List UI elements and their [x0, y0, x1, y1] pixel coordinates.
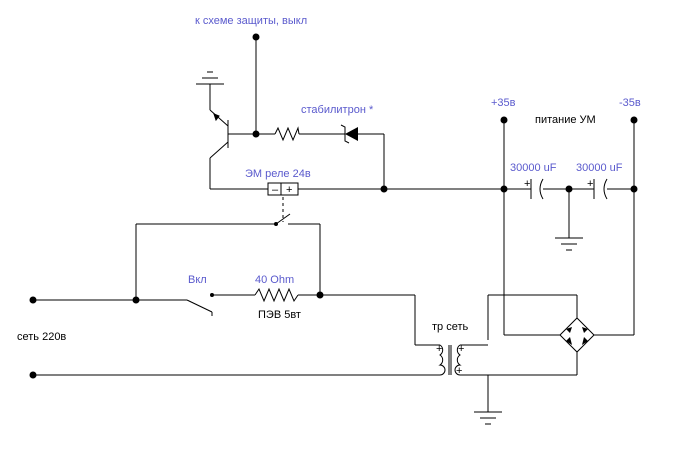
zener-diode-icon — [340, 124, 358, 144]
junction-dot — [252, 130, 260, 138]
cap1-plus-sign: + — [524, 178, 530, 190]
power-amp-label: питание УМ — [535, 114, 596, 126]
junction-dot — [316, 291, 324, 299]
on-switch-label: Вкл — [188, 274, 207, 286]
transformer-plus-primary: + — [436, 343, 442, 355]
protection-terminal — [252, 33, 260, 41]
transistor-icon — [209, 109, 229, 159]
transformer-plus-bottom: + — [456, 365, 462, 377]
cap2-plus-sign: + — [587, 178, 593, 190]
junction-dot — [132, 296, 140, 304]
wires — [33, 37, 635, 412]
junction-dots — [29, 33, 638, 379]
junction-dot — [630, 185, 638, 193]
cap1-label: 30000 uF — [510, 162, 557, 174]
resistor-type-label: ПЭВ 5вт — [258, 309, 301, 321]
junction-dot — [500, 185, 508, 193]
resistor-icon — [254, 287, 299, 303]
protection-label: к схеме защиты, выкл — [195, 15, 307, 27]
zener-label: стабилитрон * — [301, 104, 374, 116]
resistor-value-label: 40 Ohm — [255, 274, 294, 286]
mains-terminal-top — [29, 296, 37, 304]
power-switch-icon — [186, 293, 214, 316]
transformer-plus-secondary: + — [458, 343, 464, 355]
minus35-label: -35в — [619, 97, 641, 109]
minus35-terminal — [630, 116, 638, 124]
capacitor-icon — [530, 178, 544, 200]
relay-coil-icon — [267, 182, 299, 196]
junction-dot — [380, 185, 388, 193]
junction-dot — [565, 185, 573, 193]
mains-terminal-bottom — [29, 371, 37, 379]
relay-contact-icon — [274, 213, 291, 226]
plus35-label: +35в — [491, 97, 516, 109]
resistor-icon — [274, 126, 300, 142]
capacitor-icon — [593, 178, 608, 200]
ground-icon — [474, 411, 502, 425]
transformer-icon — [438, 344, 462, 376]
ground-icon — [555, 237, 583, 251]
ground-icon — [196, 71, 224, 85]
mains-label: сеть 220в — [17, 331, 66, 343]
plus35-terminal — [500, 116, 508, 124]
cap2-label: 30000 uF — [576, 162, 623, 174]
diode-bridge-icon — [559, 317, 595, 353]
relay-plus-sign: + — [286, 184, 292, 196]
relay-label: ЭМ реле 24в — [245, 168, 311, 180]
relay-minus-sign: – — [272, 184, 279, 196]
transformer-label: тр сеть — [432, 321, 469, 333]
